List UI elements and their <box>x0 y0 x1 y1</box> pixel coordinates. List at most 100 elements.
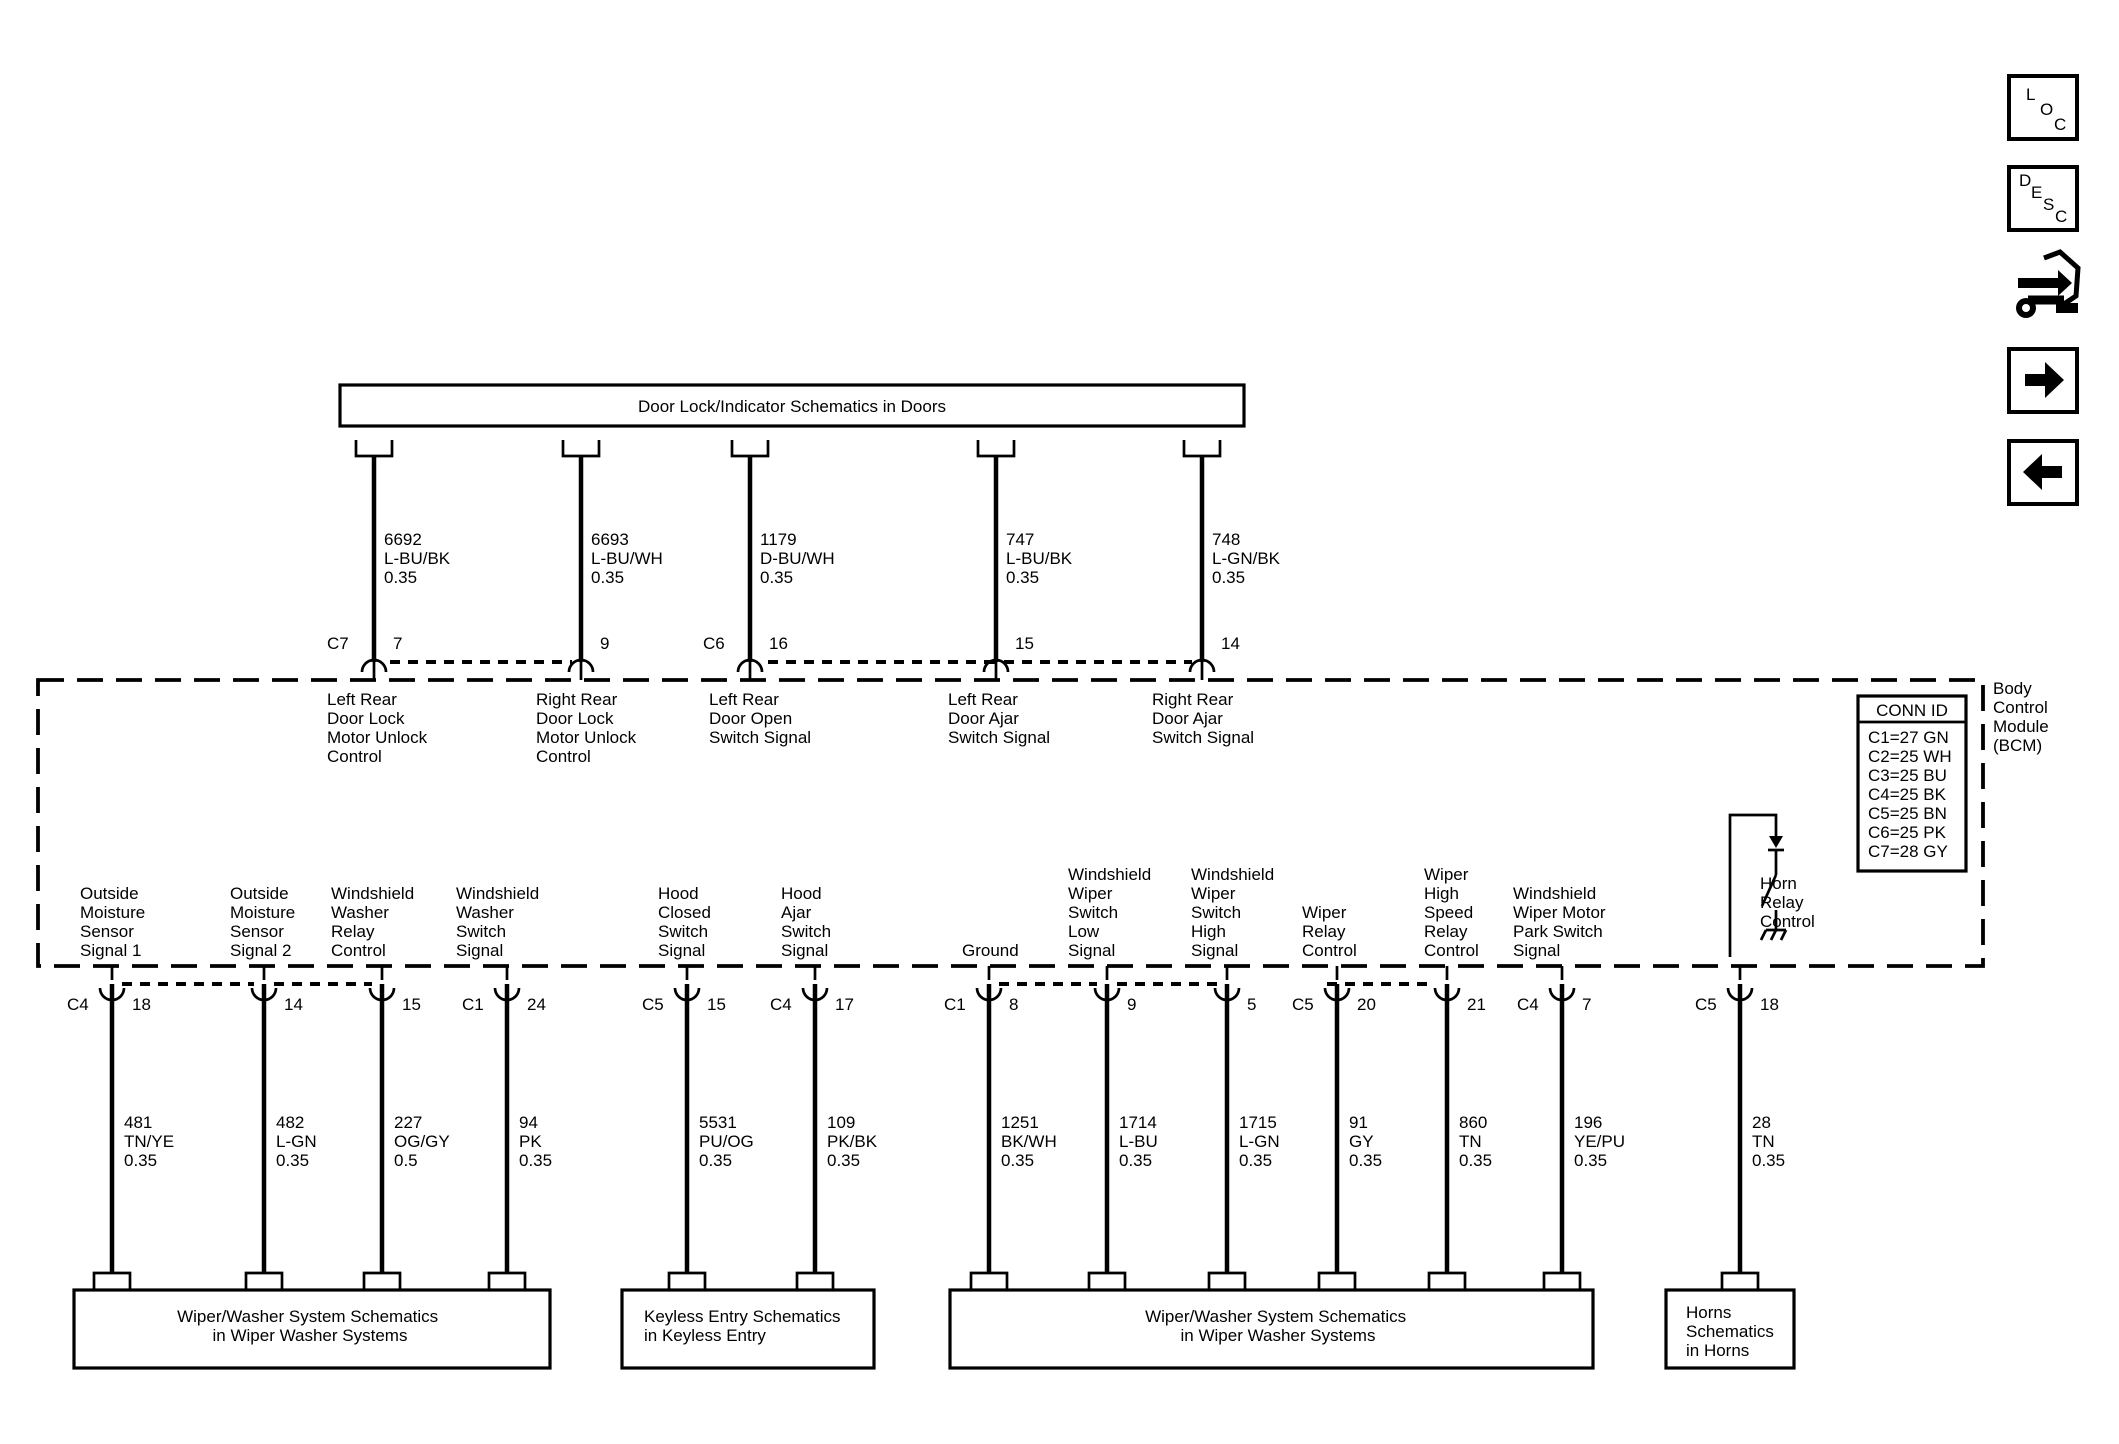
conn-id-row: C5=25 BN <box>1868 804 1947 823</box>
conn-id-table: CONN ID C1=27 GN C2=25 WH C3=25 BU C4=25… <box>1856 694 1968 873</box>
terminal <box>969 1271 1009 1290</box>
terminal <box>362 1271 402 1290</box>
connector-id: C1 <box>944 995 966 1014</box>
horns-schematics-label: Horns Schematics in Horns <box>1686 1303 1779 1360</box>
pin-number: 17 <box>835 995 854 1014</box>
svg-text:D: D <box>2019 171 2031 190</box>
svg-text:C: C <box>2054 115 2066 134</box>
nav-next-button[interactable] <box>2007 347 2079 414</box>
pin-number: 7 <box>393 634 402 653</box>
connector-id: C5 <box>1292 995 1314 1014</box>
bcm-outline <box>36 678 1985 968</box>
loc-icon: L O C <box>2026 85 2066 134</box>
horns-schematics-box[interactable]: Horns Schematics in Horns <box>1664 1288 1796 1370</box>
nav-desc-button[interactable]: D E S C <box>2007 165 2079 232</box>
conn-id-row: C1=27 GN <box>1868 728 1949 747</box>
connector-id: C1 <box>462 995 484 1014</box>
conn-id-row: C6=25 PK <box>1868 823 1947 842</box>
bcm-label: Body Control Module (BCM) <box>1993 679 2054 755</box>
pin-number: 5 <box>1247 995 1256 1014</box>
pin-number: 14 <box>284 995 303 1014</box>
connector-id: C5 <box>1695 995 1717 1014</box>
wiper-washer-schematics-box[interactable]: Wiper/Washer System Schematics in Wiper … <box>72 1288 552 1370</box>
desc-icon: D E S C <box>2019 171 2067 226</box>
pin-number: 16 <box>769 634 788 653</box>
conn-id-row: C2=25 WH <box>1868 747 1952 766</box>
pin-number: 7 <box>1582 995 1591 1014</box>
door-lock-schematics-box[interactable]: Door Lock/Indicator Schematics in Doors <box>338 383 1246 428</box>
terminal <box>487 1271 527 1290</box>
terminal <box>1542 1271 1582 1290</box>
terminal <box>795 1271 835 1290</box>
keyless-entry-schematics-label: Keyless Entry Schematics in Keyless Entr… <box>644 1307 845 1345</box>
svg-text:L: L <box>2026 85 2035 104</box>
pin-function-label: Ground <box>962 941 1019 960</box>
terminal <box>92 1271 132 1290</box>
nav-prev-button[interactable] <box>2007 439 2079 506</box>
pin-number: 18 <box>1760 995 1779 1014</box>
svg-text:E: E <box>2031 183 2042 202</box>
pin-number: 20 <box>1357 995 1376 1014</box>
nav-loc-button[interactable]: L O C <box>2007 74 2079 141</box>
connector-id: C4 <box>67 995 89 1014</box>
wiper-washer-schematics-box-2[interactable]: Wiper/Washer System Schematics in Wiper … <box>948 1288 1595 1370</box>
connector-id: C6 <box>703 634 725 653</box>
conn-id-row: C4=25 BK <box>1868 785 1947 804</box>
pin-number: 15 <box>707 995 726 1014</box>
nav-connector-button[interactable] <box>2016 249 2081 318</box>
bcm-label-line: Control <box>1993 698 2048 717</box>
terminal <box>667 1271 707 1290</box>
pin-number: 21 <box>1467 995 1486 1014</box>
bcm-label-line: Body <box>1993 679 2032 698</box>
door-lock-schematics-label: Door Lock/Indicator Schematics in Doors <box>638 397 946 416</box>
connector-id: C4 <box>770 995 792 1014</box>
connector-id: C4 <box>1517 995 1539 1014</box>
arrow-right-icon <box>2025 362 2064 398</box>
keyless-entry-schematics-box[interactable]: Keyless Entry Schematics in Keyless Entr… <box>620 1288 876 1370</box>
bcm-label-line: Module <box>1993 717 2049 736</box>
terminal <box>1720 1271 1760 1290</box>
pin-number: 9 <box>600 634 609 653</box>
svg-text:C: C <box>2055 207 2067 226</box>
